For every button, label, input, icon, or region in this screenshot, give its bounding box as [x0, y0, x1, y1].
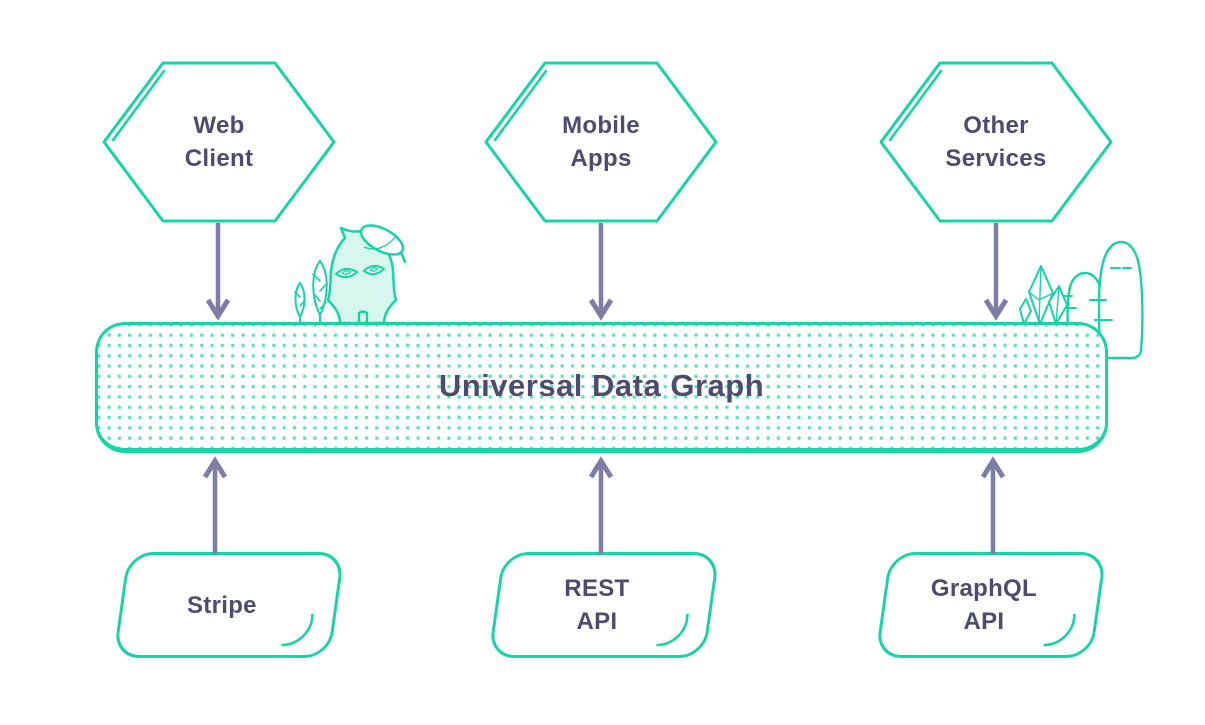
hub-title: Universal Data Graph [438, 367, 765, 403]
label-line: Apps [570, 145, 632, 172]
crystals-and-cacti-icon [1019, 240, 1144, 360]
hexagon-shape-icon [102, 61, 336, 223]
corner-accent-icon [1043, 614, 1076, 647]
source-card-rest-api: REST API [488, 552, 720, 658]
client-node-label: Web Client [101, 109, 337, 175]
client-node-mobile: Mobile Apps [483, 60, 719, 224]
arrow-up-graphql-to-hub-icon [980, 456, 1006, 554]
hub-bar: Universal Data Graph [95, 322, 1108, 453]
source-card-inner: REST API [491, 555, 702, 655]
label-line: REST [564, 575, 630, 602]
label-line: API [963, 608, 1005, 635]
label-line: Web [193, 112, 245, 139]
source-card-inner: Stripe [116, 555, 327, 655]
arrow-down-other-to-hub-icon [983, 223, 1009, 321]
hexagon-shape-icon [484, 61, 718, 223]
label-line: Stripe [186, 591, 257, 619]
ghost-mascot-icon [294, 224, 407, 324]
label-line: Mobile [562, 112, 640, 139]
source-card-graphql-api: GraphQL API [875, 552, 1107, 658]
corner-accent-icon [656, 614, 689, 647]
arrow-up-rest-to-hub-icon [588, 456, 614, 554]
client-node-label: Other Services [878, 109, 1114, 175]
hexagon-shape-icon [879, 61, 1113, 223]
arrow-up-stripe-to-hub-icon [202, 456, 228, 554]
source-card-label: GraphQL API [931, 572, 1037, 638]
arrow-down-web-to-hub-icon [205, 223, 231, 321]
label-line: GraphQL [930, 575, 1037, 602]
label-line: Client [184, 145, 254, 172]
source-card-stripe: Stripe [113, 552, 345, 658]
source-card-label: Stripe [187, 589, 257, 622]
arrow-down-mobile-to-hub-icon [588, 223, 614, 321]
client-node-other: Other Services [878, 60, 1114, 224]
client-node-web: Web Client [101, 60, 337, 224]
label-line: Services [945, 145, 1047, 172]
leaves-icon [294, 259, 328, 324]
source-card-label: REST API [564, 572, 629, 638]
source-card-inner: GraphQL API [878, 555, 1089, 655]
cactus-hill-icon [1055, 240, 1144, 360]
client-node-label: Mobile Apps [483, 109, 719, 175]
label-line: Other [963, 112, 1029, 139]
corner-accent-icon [281, 614, 314, 647]
label-line: API [576, 608, 618, 635]
crystals-icon [1019, 265, 1068, 325]
